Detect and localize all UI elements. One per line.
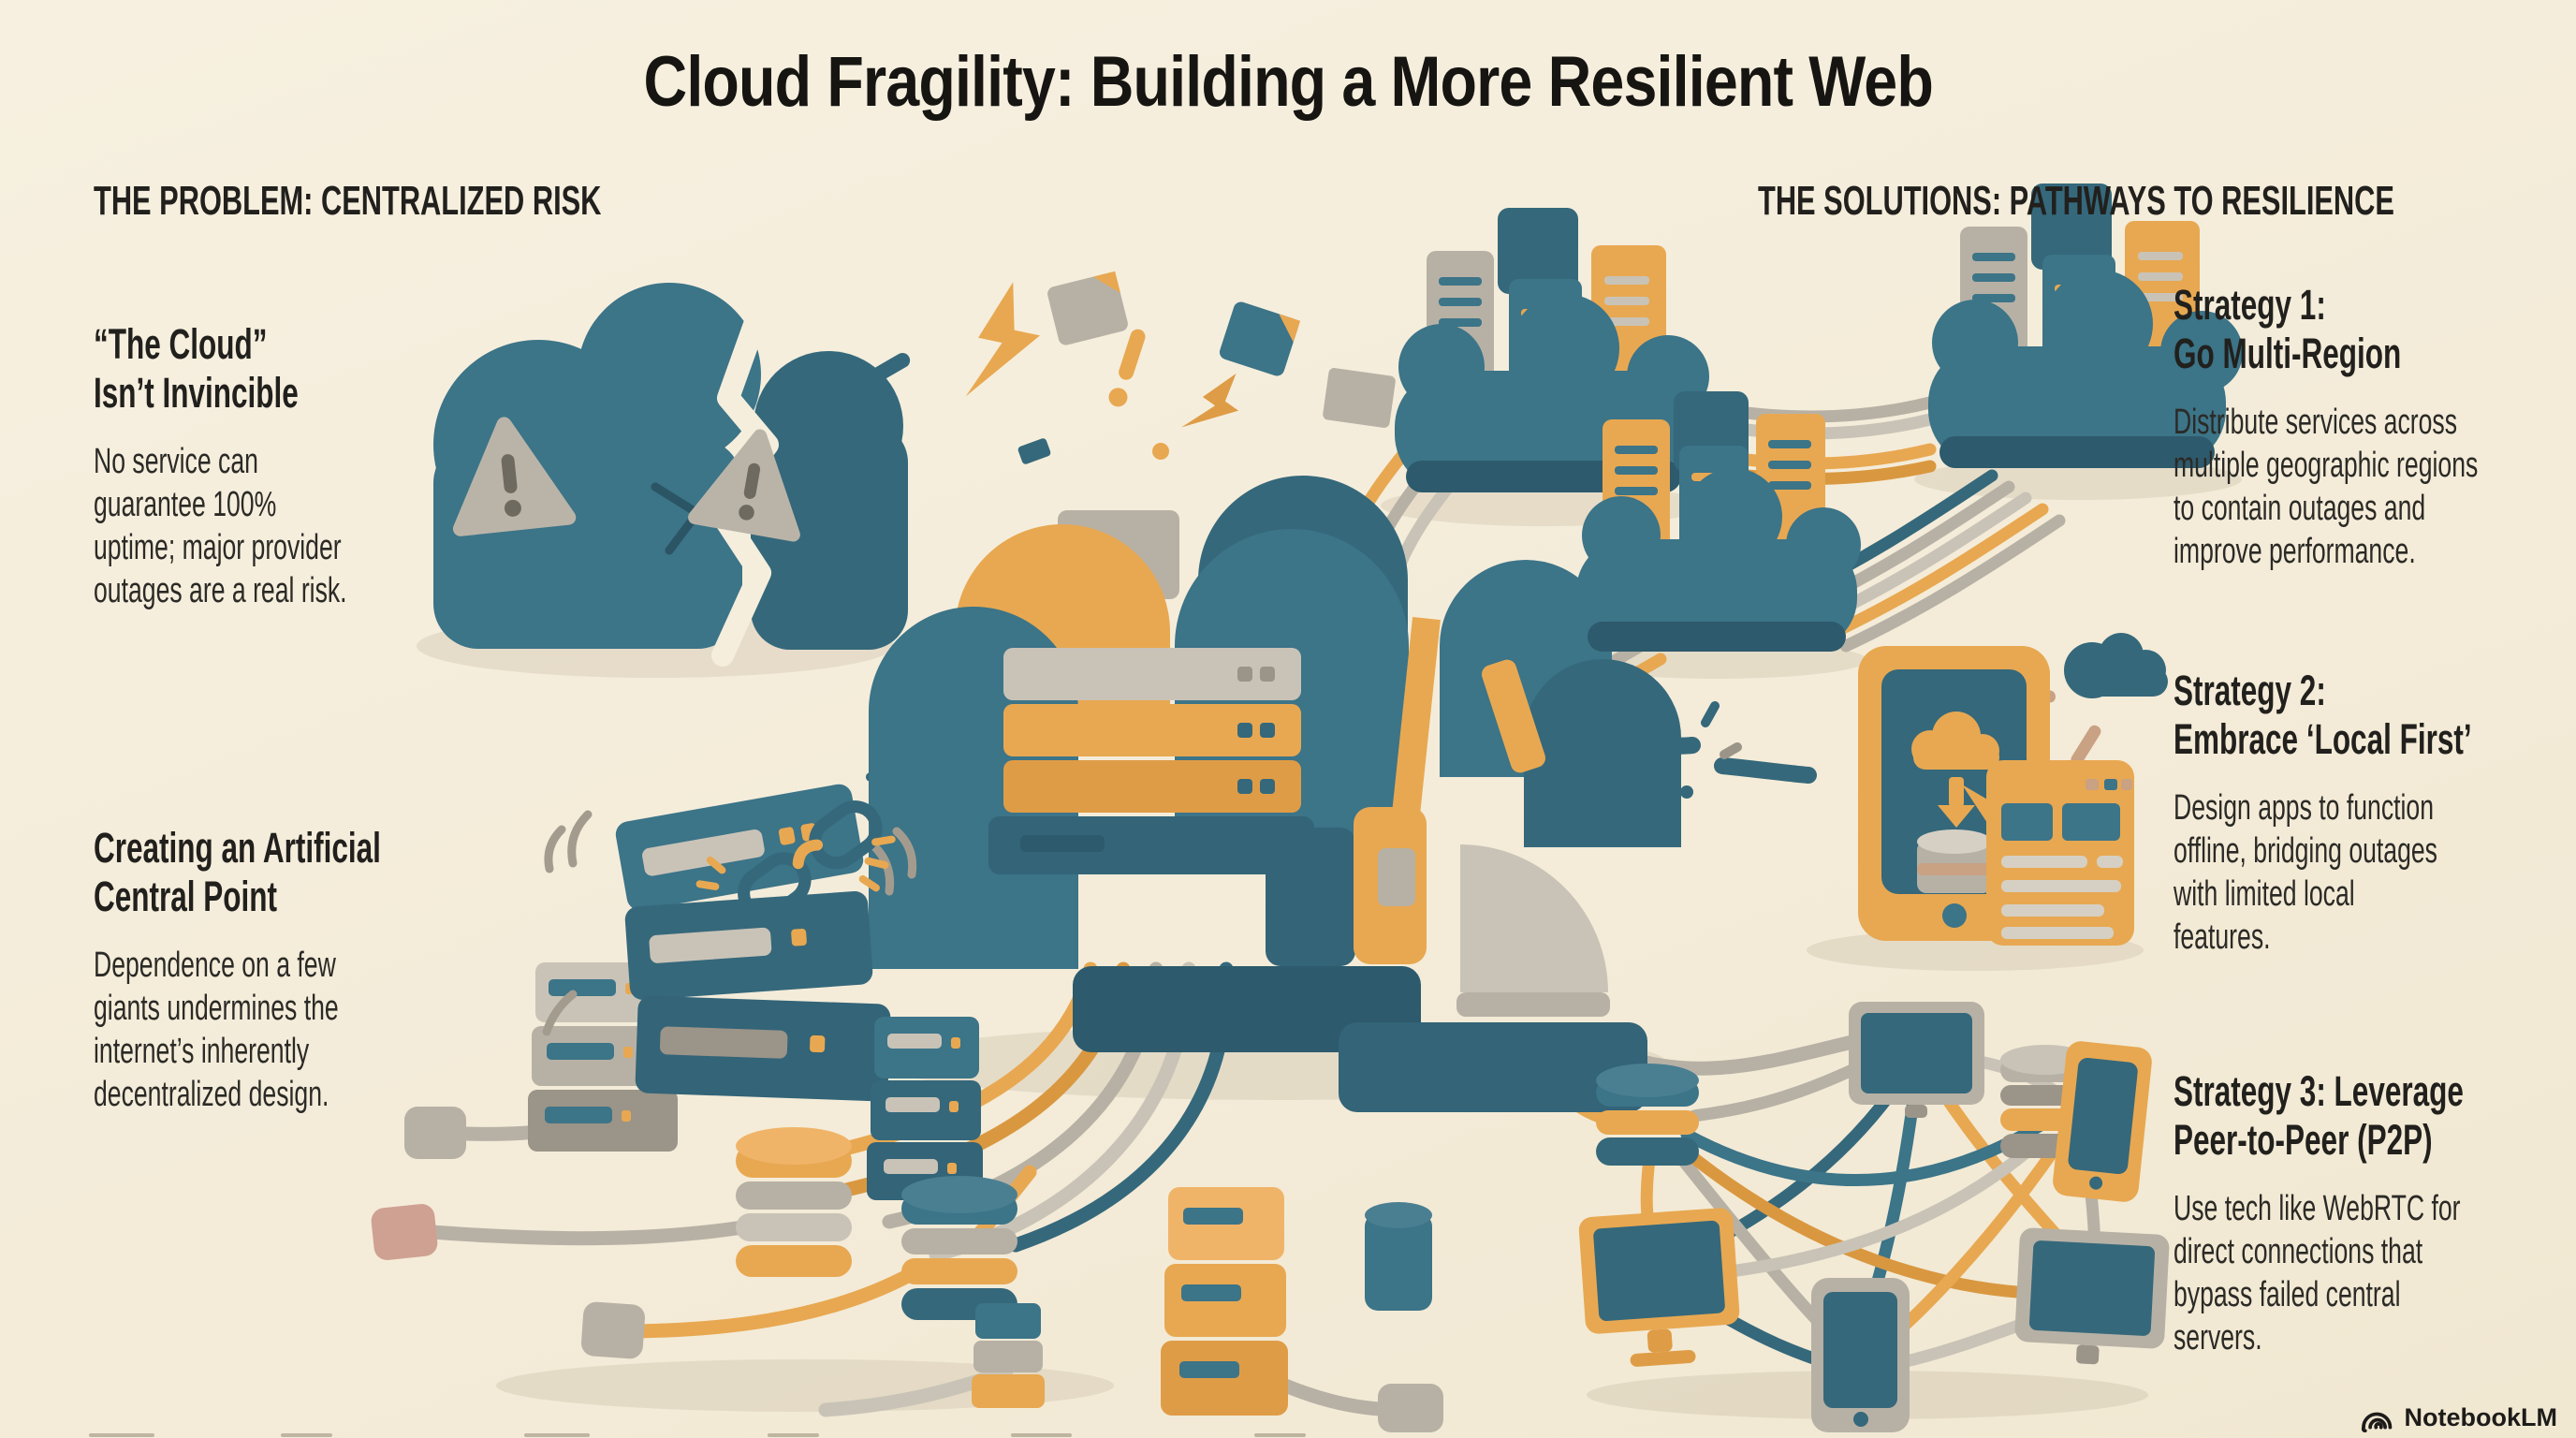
database-stack-icon (901, 1176, 1017, 1320)
p2p-mesh-icon (1578, 1002, 2170, 1432)
cylinder-node-icon (1365, 1202, 1432, 1311)
monitor-icon (1849, 1002, 1984, 1118)
region-platform-west (1395, 208, 1709, 492)
orange-server-stack-icon (1161, 1187, 1288, 1416)
item-body: No service can guarantee 100% uptime; ma… (94, 442, 347, 610)
mini-stack-icon (972, 1303, 1045, 1408)
home-button-icon (1942, 903, 1967, 928)
cloud-download-icon (1911, 712, 1999, 828)
paper-fragment-icon (1323, 368, 1396, 428)
monitor-icon (2014, 1227, 2170, 1365)
item-heading: Strategy 2: Embrace ‘Local First’ (2174, 667, 2472, 763)
outage-debris (866, 271, 1396, 782)
multi-region-icon (1395, 183, 2243, 652)
broken-chain-icon (695, 800, 896, 921)
cloud-server-slabs (988, 648, 1314, 874)
teal-server-tower-icon (867, 1017, 983, 1200)
solution-item-p2p: Strategy 3: Leverage Peer-to-Peer (P2P) … (2174, 1067, 2576, 1359)
item-heading: Strategy 3: Leverage Peer-to-Peer (P2P) (2174, 1067, 2464, 1164)
shard-icon (871, 353, 911, 381)
solutions-section-header: THE SOLUTIONS: PATHWAYS TO RESILIENCE (1758, 178, 2394, 224)
network-node-icon (404, 1107, 466, 1159)
network-node-icon (1378, 1384, 1443, 1432)
solution-item-local-first: Strategy 2: Embrace ‘Local First’ Design… (2174, 667, 2576, 959)
shard-icon (1017, 438, 1051, 464)
notebooklm-logo-icon (2361, 1412, 2392, 1432)
item-body: Design apps to function offline, bridgin… (2174, 788, 2437, 957)
offline-app-card-icon (1962, 760, 2134, 946)
phone-icon (1811, 1278, 1910, 1432)
item-heading: Creating an Artificial Central Point (94, 824, 381, 920)
problem-section-header: THE PROBLEM: CENTRALIZED RISK (94, 178, 602, 224)
network-node-icon (580, 1301, 646, 1359)
tablet-node-icon (2000, 1041, 2152, 1202)
broken-cable-icon (1616, 701, 1817, 799)
item-body: Use tech like WebRTC for direct connecti… (2174, 1189, 2461, 1357)
exclamation-debris-icon (1108, 329, 1146, 407)
problem-item-cloud-not-invincible: “The Cloud” Isn’t Invincible No service … (94, 320, 456, 612)
region-platform-east (1928, 183, 2243, 468)
notebooklm-brand: NotebookLM (2360, 1402, 2557, 1432)
lightning-bolt-icon (965, 282, 1041, 397)
database-stack-icon (1596, 1064, 1699, 1166)
local-database-icon (1917, 829, 1992, 893)
problem-item-artificial-central-point: Creating an Artificial Central Point Dep… (94, 824, 504, 1116)
brand-name: NotebookLM (2404, 1402, 2557, 1431)
central-cloud-icon (869, 476, 1681, 1112)
paper-fragment-icon (1047, 271, 1128, 345)
item-body: Dependence on a few giants undermines th… (94, 946, 339, 1114)
lightning-bolt-icon (1181, 373, 1239, 428)
bottom-edge-marks (89, 1433, 1306, 1437)
page-title-text: Cloud Fragility: Building a More Resilie… (643, 42, 1933, 122)
shard-icon (1152, 443, 1169, 460)
item-heading: Strategy 1: Go Multi-Region (2174, 281, 2402, 377)
paper-fragment-icon (1219, 301, 1301, 376)
monitor-icon (1578, 1208, 1740, 1367)
region-platform-south (1576, 391, 1861, 652)
warning-triangle-icon (452, 417, 577, 536)
database-stack-icon (736, 1127, 852, 1277)
network-node-icon (371, 1203, 438, 1261)
page-title: Cloud Fragility: Building a More Resilie… (0, 41, 2576, 123)
item-heading: “The Cloud” Isn’t Invincible (94, 320, 299, 417)
warning-triangle-icon (688, 429, 800, 542)
broken-cloud-icon (433, 283, 908, 667)
central-point-cluster (371, 784, 1443, 1432)
local-first-icon (1616, 633, 2168, 946)
item-body: Distribute services across multiple geog… (2174, 403, 2479, 571)
tablet-icon (1858, 646, 2050, 941)
solution-item-multi-region: Strategy 1: Go Multi-Region Distribute s… (2174, 281, 2576, 573)
